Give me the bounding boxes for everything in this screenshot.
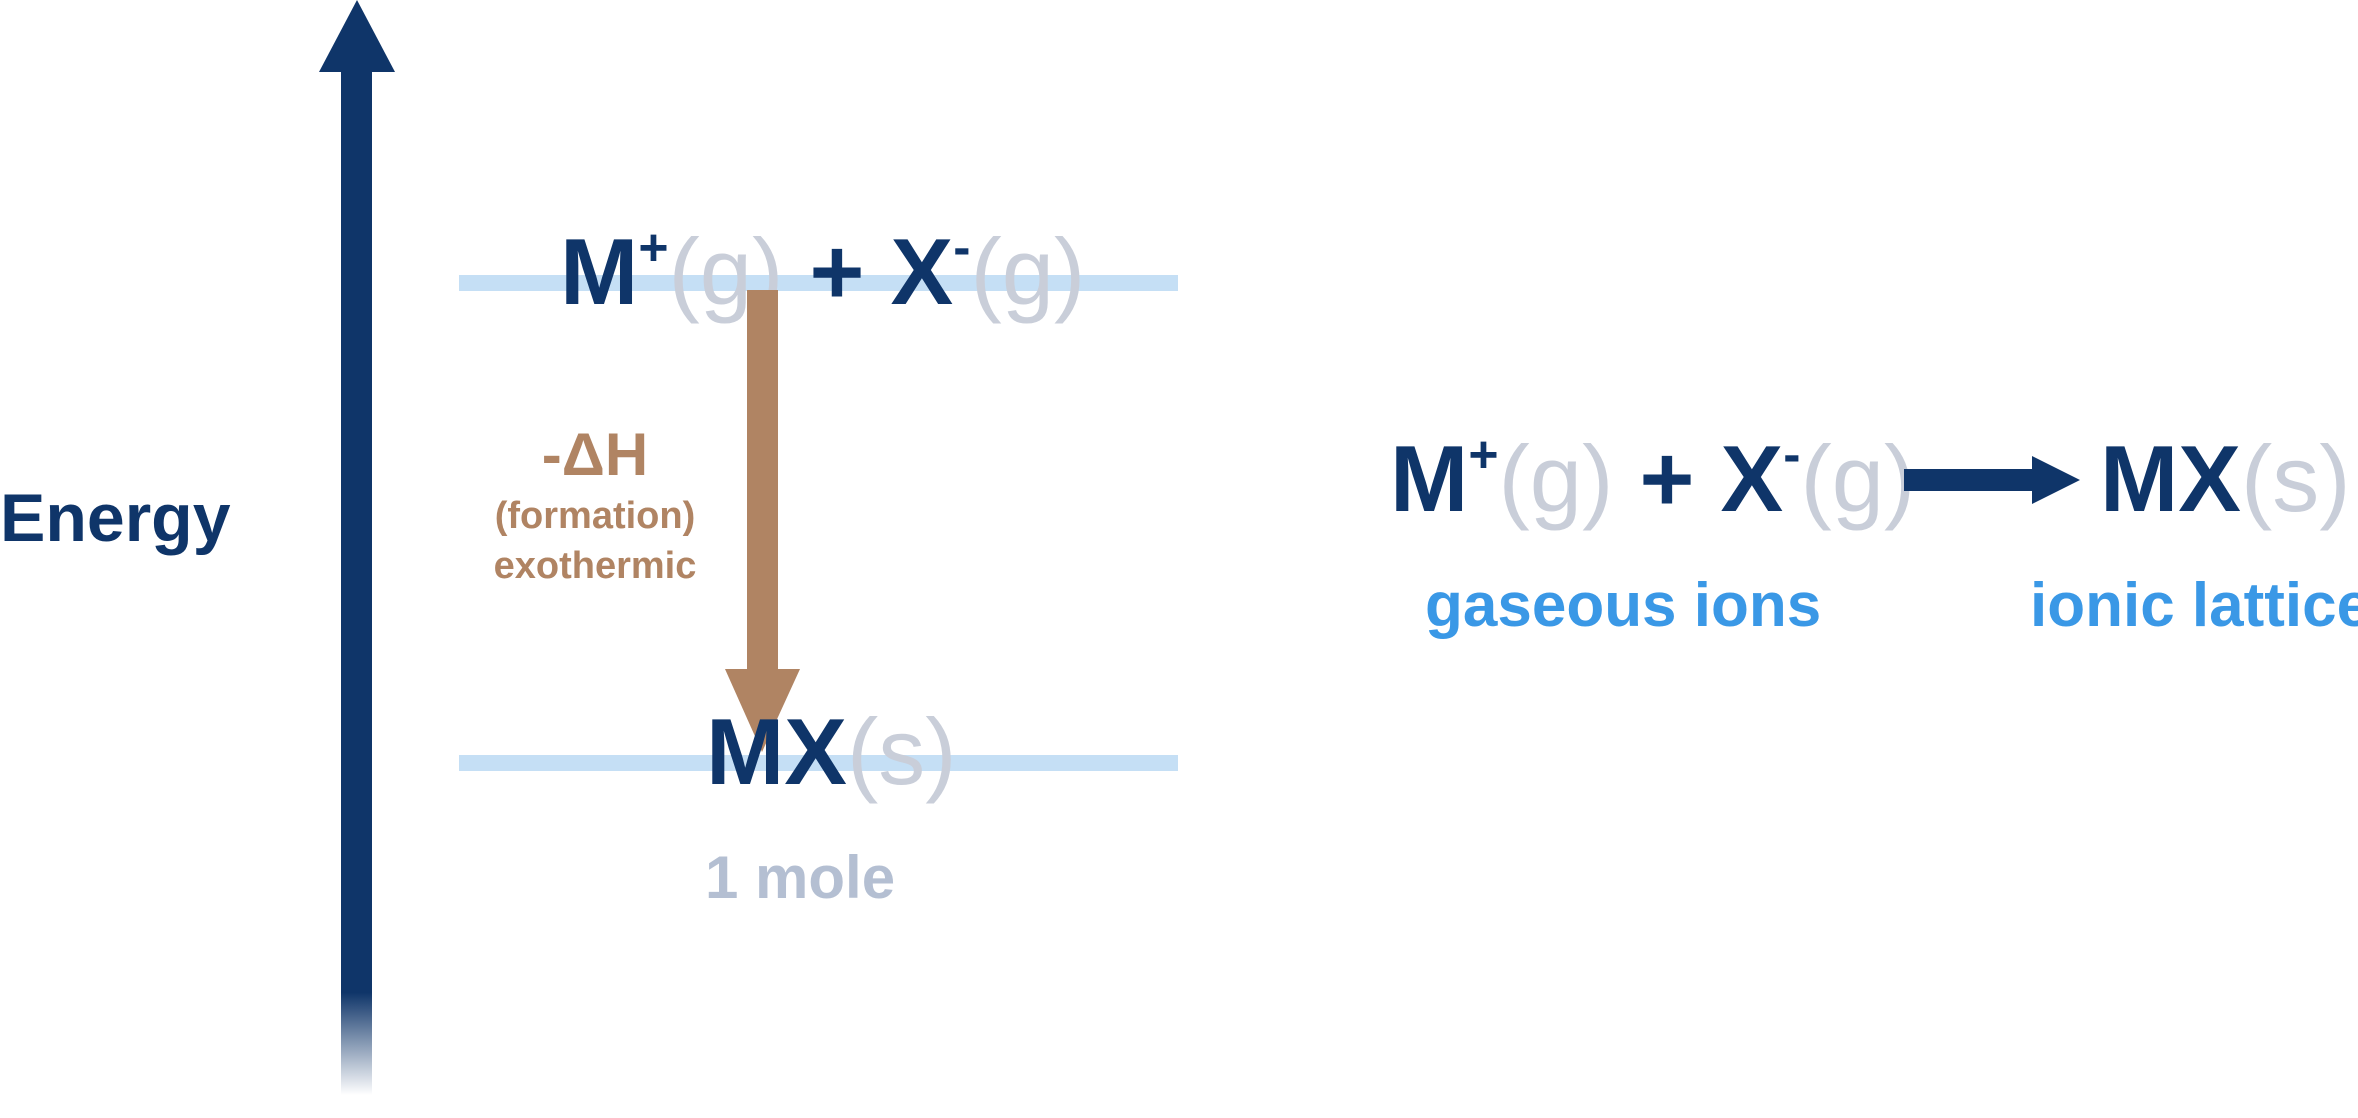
state-solid: (s)	[847, 699, 957, 804]
ionic-lattice-label: ionic lattice	[2030, 571, 2358, 640]
exothermic-label: exothermic	[493, 545, 697, 587]
lower-energy-level	[459, 755, 1178, 771]
cation-charge: +	[1468, 425, 1499, 484]
state-gas: (g)	[1498, 426, 1614, 531]
plus-sign: +	[809, 219, 865, 324]
enthalpy-arrow	[725, 290, 800, 752]
cation-charge: +	[638, 218, 669, 277]
anion-charge: -	[953, 218, 971, 277]
state-solid: (s)	[2241, 426, 2351, 531]
state-gas: (g)	[1800, 426, 1916, 531]
state-gas: (g)	[970, 219, 1086, 324]
anion: X	[890, 219, 954, 324]
energy-axis-label: Energy	[0, 480, 231, 556]
energy-axis-arrow	[319, 0, 395, 1095]
mole-label: 1 mole	[705, 844, 896, 911]
upper-level-formula: M+(g) + X-(g)	[560, 221, 1085, 319]
gaseous-ions-label: gaseous ions	[1425, 571, 1822, 640]
cation: M	[1390, 426, 1469, 531]
lattice-formula: MX	[2100, 426, 2241, 531]
anion-charge: -	[1783, 425, 1801, 484]
lattice-formula: MX	[706, 699, 847, 804]
equation-product: MX(s)	[2100, 432, 2351, 526]
lower-level-formula: MX(s)	[706, 705, 957, 799]
cation: M	[560, 219, 639, 324]
reaction-arrow	[1904, 456, 2080, 504]
plus-sign: +	[1639, 426, 1695, 531]
equation-reactants: M+(g) + X-(g)	[1390, 428, 1915, 526]
anion: X	[1720, 426, 1784, 531]
formation-label: (formation)	[494, 495, 696, 537]
delta-h: -ΔH	[541, 421, 649, 488]
enthalpy-label: -ΔH (formation) exothermic	[440, 421, 750, 587]
upper-energy-level	[459, 275, 1178, 291]
